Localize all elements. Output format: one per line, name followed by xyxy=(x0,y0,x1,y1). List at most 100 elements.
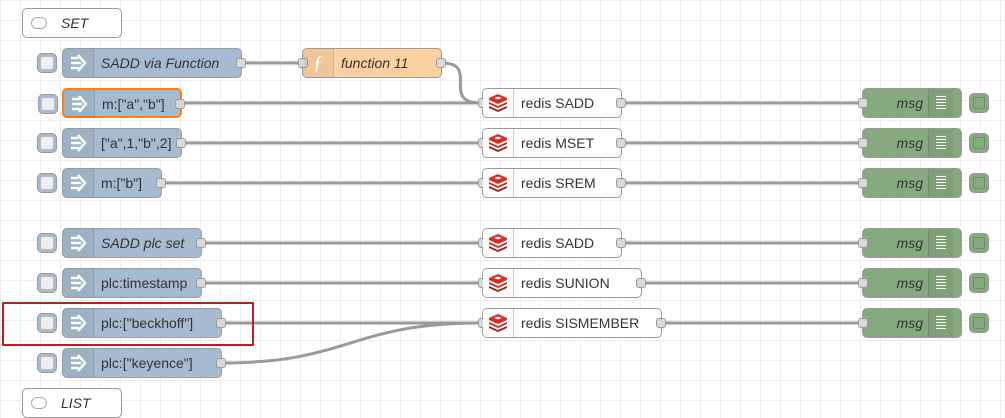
redis-icon xyxy=(483,169,514,197)
output-port[interactable] xyxy=(616,98,626,108)
output-port[interactable] xyxy=(176,138,186,148)
comment-label: LIST xyxy=(61,395,91,411)
wires-layer xyxy=(162,61,861,365)
output-port[interactable] xyxy=(656,318,666,328)
debug-node[interactable]: msg xyxy=(858,168,989,198)
output-port[interactable] xyxy=(196,278,206,288)
debug-node[interactable]: msg xyxy=(858,88,989,118)
redis-icon xyxy=(483,89,514,117)
debug-node[interactable]: msg xyxy=(858,228,989,258)
input-port[interactable] xyxy=(858,98,868,108)
node-label: msg xyxy=(896,235,923,251)
node-label: SADD plc set xyxy=(101,235,185,251)
highlight-box xyxy=(2,302,254,346)
node-label: msg xyxy=(896,95,923,111)
node-label: redis SADD xyxy=(521,95,595,111)
redis-node-sadd-plc[interactable]: redis SADD xyxy=(478,228,626,258)
arrow-in-icon xyxy=(63,129,94,157)
inject-trigger-button[interactable] xyxy=(37,173,57,193)
redis-node-sadd[interactable]: redis SADD xyxy=(478,88,626,118)
node-label: redis SADD xyxy=(521,235,595,251)
output-port[interactable] xyxy=(175,99,185,109)
debug-toggle-button[interactable] xyxy=(969,313,989,333)
debug-node[interactable]: msg xyxy=(858,128,989,158)
input-port[interactable] xyxy=(858,238,868,248)
output-port[interactable] xyxy=(156,178,166,188)
redis-node-sunion[interactable]: redis SUNION xyxy=(478,268,646,298)
inject-trigger-button[interactable] xyxy=(37,233,57,253)
inject-node-a-1-b-2[interactable]: ["a",1,"b",2] xyxy=(37,128,186,158)
redis-icon xyxy=(483,129,514,157)
arrow-in-icon xyxy=(63,169,94,197)
node-label: redis SISMEMBER xyxy=(521,315,640,331)
arrow-in-icon xyxy=(63,269,94,297)
redis-node-srem[interactable]: redis SREM xyxy=(478,168,626,198)
output-port[interactable] xyxy=(216,358,226,368)
redis-node-sismember[interactable]: redis SISMEMBER xyxy=(478,308,666,338)
comment-icon xyxy=(31,397,47,409)
list-icon xyxy=(928,129,953,157)
node-label: msg xyxy=(896,315,923,331)
inject-trigger-button[interactable] xyxy=(37,353,57,373)
list-icon xyxy=(928,89,953,117)
redis-node-mset[interactable]: redis MSET xyxy=(478,128,626,158)
output-port[interactable] xyxy=(616,178,626,188)
output-port[interactable] xyxy=(196,238,206,248)
input-port[interactable] xyxy=(858,318,868,328)
inject-node-m-a-b[interactable]: m:["a","b"] xyxy=(38,88,185,118)
debug-toggle-button[interactable] xyxy=(969,233,989,253)
inject-node-plc-keyence[interactable]: plc:["keyence"] xyxy=(37,348,226,378)
node-label: ["a",1,"b",2] xyxy=(101,135,172,151)
debug-node[interactable]: msg xyxy=(858,268,989,298)
output-port[interactable] xyxy=(216,318,226,328)
comment-set[interactable]: SET xyxy=(22,8,122,38)
input-port[interactable] xyxy=(858,178,868,188)
input-port[interactable] xyxy=(858,278,868,288)
inject-trigger-button[interactable] xyxy=(38,94,58,114)
function-node[interactable]: ƒ function 11 xyxy=(298,48,446,78)
wire[interactable] xyxy=(441,61,482,105)
inject-node-sadd-via-function[interactable]: SADD via Function xyxy=(37,48,246,78)
debug-toggle-button[interactable] xyxy=(969,133,989,153)
list-icon xyxy=(928,269,953,297)
node-label: plc:["keyence"] xyxy=(101,355,193,371)
inject-node-plc-timestamp[interactable]: plc:timestamp xyxy=(37,268,206,298)
debug-node[interactable]: msg xyxy=(858,308,989,338)
debug-toggle-button[interactable] xyxy=(969,173,989,193)
debug-toggle-button[interactable] xyxy=(969,273,989,293)
input-port[interactable] xyxy=(298,58,308,68)
input-port[interactable] xyxy=(858,138,868,148)
arrow-in-icon xyxy=(63,49,94,77)
list-icon xyxy=(928,229,953,257)
inject-node-sadd-plc-set[interactable]: SADD plc set xyxy=(37,228,206,258)
debug-toggle-button[interactable] xyxy=(969,93,989,113)
inject-trigger-button[interactable] xyxy=(37,313,57,333)
node-label: redis SREM xyxy=(521,175,596,191)
output-port[interactable] xyxy=(436,58,446,68)
inject-trigger-button[interactable] xyxy=(37,53,57,73)
inject-node-m-b[interactable]: m:["b"] xyxy=(37,168,166,198)
redis-icon xyxy=(483,229,514,257)
node-label: SADD via Function xyxy=(101,55,220,71)
comment-label: SET xyxy=(61,15,89,31)
output-port[interactable] xyxy=(616,238,626,248)
function-icon: ƒ xyxy=(303,49,334,77)
arrow-in-icon xyxy=(63,349,94,377)
inject-node-plc-beckhoff[interactable]: plc:["beckhoff"] xyxy=(37,308,226,338)
node-label: redis MSET xyxy=(521,135,595,151)
inject-trigger-button[interactable] xyxy=(37,273,57,293)
output-port[interactable] xyxy=(636,278,646,288)
node-label: plc:timestamp xyxy=(101,275,188,291)
output-port[interactable] xyxy=(236,58,246,68)
node-label: msg xyxy=(896,135,923,151)
node-label: msg xyxy=(896,175,923,191)
list-icon xyxy=(928,309,953,337)
output-port[interactable] xyxy=(616,138,626,148)
wire[interactable] xyxy=(221,321,482,365)
comment-list[interactable]: LIST xyxy=(22,388,122,418)
inject-trigger-button[interactable] xyxy=(37,133,57,153)
redis-icon xyxy=(483,269,514,297)
arrow-in-icon xyxy=(64,90,95,118)
redis-icon xyxy=(483,309,514,337)
